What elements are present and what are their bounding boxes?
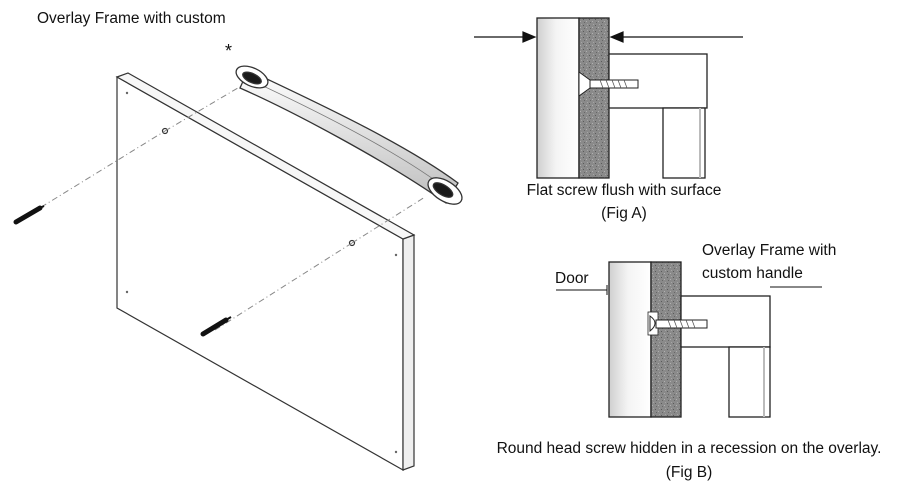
door-panel — [115, 72, 416, 472]
fig-b-label: (Fig B) — [665, 464, 713, 481]
fig-a-overlay-section — [578, 17, 610, 179]
diagram-title: Overlay Frame with custom — [37, 10, 226, 27]
fig-a-label: (Fig A) — [601, 205, 647, 222]
assembly-lines — [29, 81, 426, 331]
arrow-left — [474, 31, 537, 43]
asterisk-marker: * — [225, 41, 233, 61]
screw-lower — [200, 316, 232, 337]
fig-b-door-section — [608, 261, 652, 418]
overlay-frame-label-2: custom handle — [702, 265, 803, 282]
screw-upper — [13, 205, 45, 225]
arrow-right — [609, 31, 743, 43]
fig-a-door-section — [536, 17, 580, 179]
fig-a-caption: Flat screw flush with surface — [526, 182, 722, 199]
fig-a-screw-shank — [589, 79, 639, 89]
fig-b-overlay-section — [650, 261, 682, 418]
handle — [235, 65, 463, 205]
fig-a — [474, 17, 743, 179]
fig-b — [556, 261, 822, 418]
fig-b-caption: Round head screw hidden in a recession o… — [496, 440, 882, 457]
fig-b-screw-head — [649, 315, 656, 333]
overlay-frame-label: Overlay Frame with — [702, 242, 837, 259]
door-label: Door — [555, 270, 589, 287]
